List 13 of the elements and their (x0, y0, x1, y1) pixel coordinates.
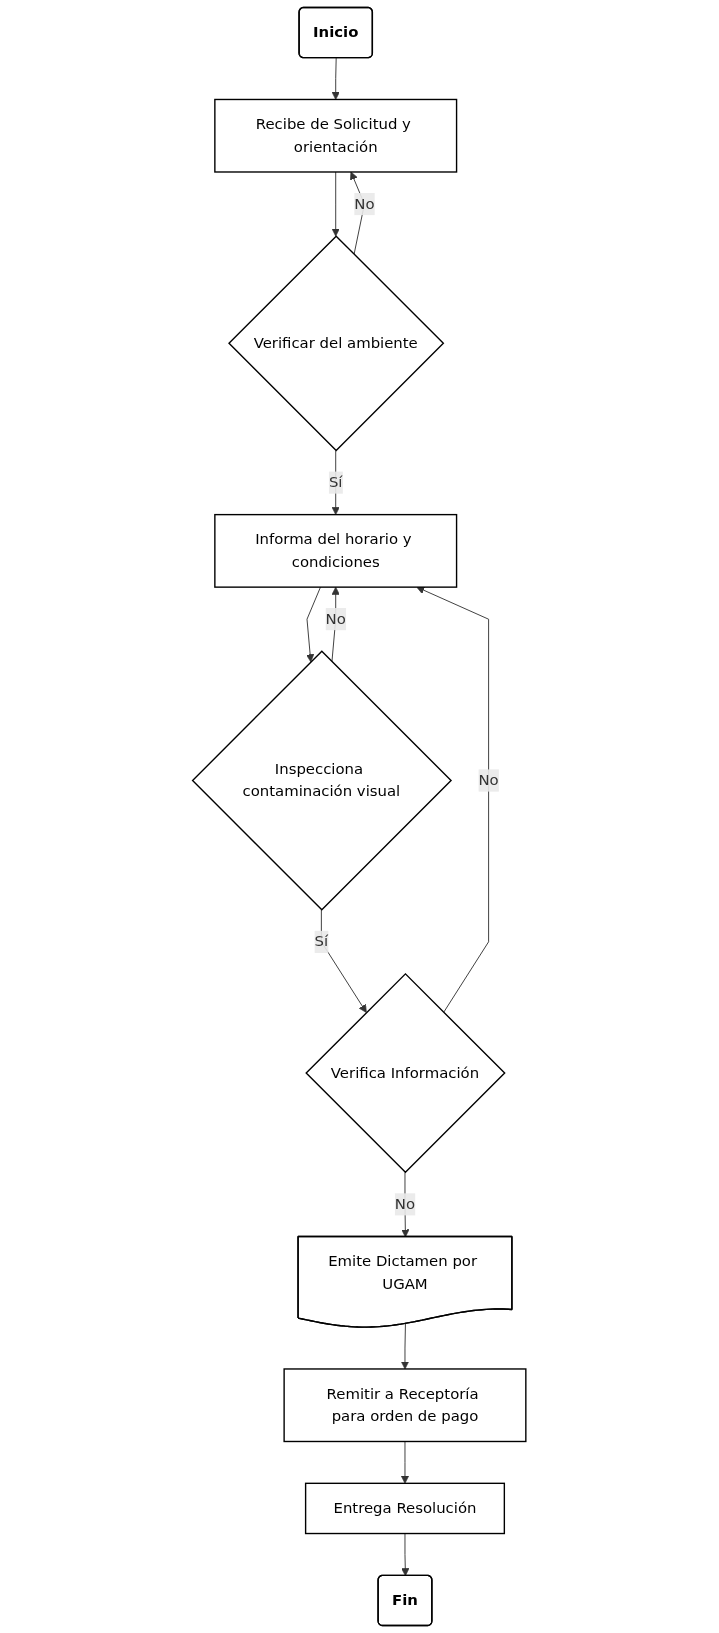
node-diamond: Verifica Información (305, 972, 506, 1174)
node-box: Entrega Resolución (305, 1482, 506, 1535)
edge-label: Sí (329, 473, 343, 491)
node-diamond: Verificar del ambiente (228, 235, 445, 452)
edge-label: No (395, 1195, 416, 1213)
node-box: Informa del horario y condiciones (214, 513, 458, 588)
node-box: Recibe de Solicitud y orientación (214, 98, 458, 173)
node-box: Remitir a Receptoría para orden de pago (283, 1368, 527, 1443)
edge-label: No (354, 194, 375, 213)
edge-label: No (325, 609, 347, 628)
edge-label: No (478, 771, 499, 789)
node-diamond: Inspecciona contaminación visual (191, 650, 453, 911)
edge-label: Sí (314, 932, 329, 951)
